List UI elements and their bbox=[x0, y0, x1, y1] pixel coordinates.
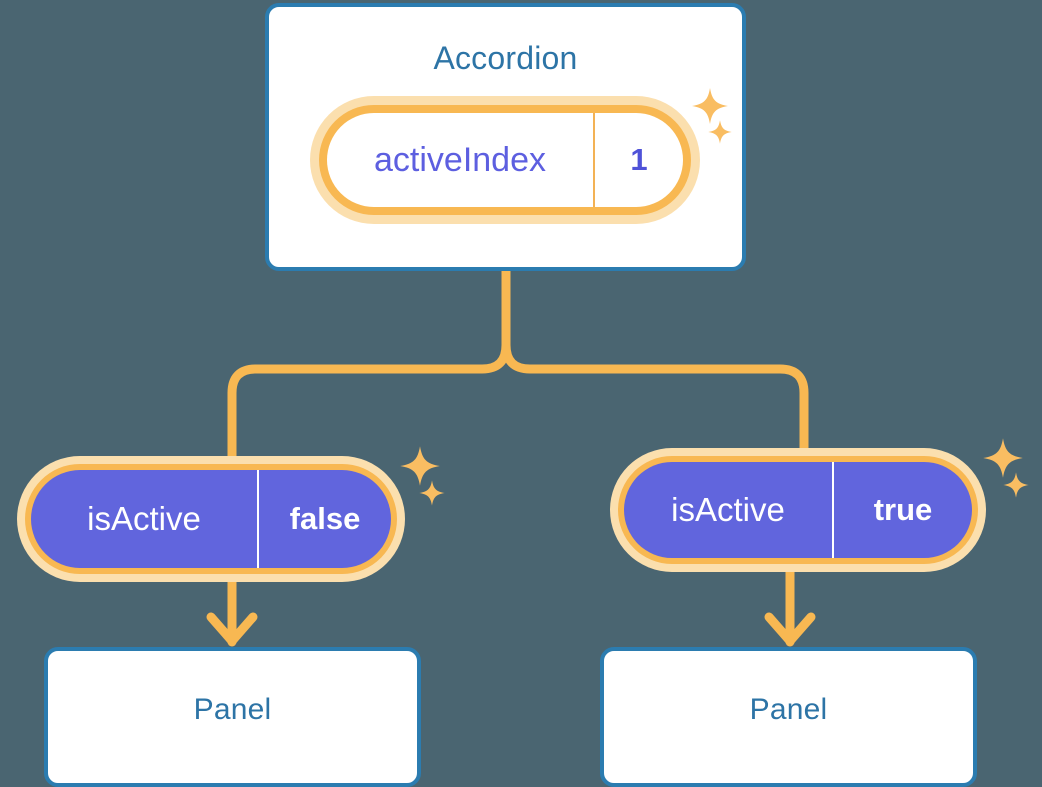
component-card-panel-left[interactable]: Panel bbox=[44, 647, 421, 787]
state-pill-isactive-right[interactable]: isActive true bbox=[610, 448, 986, 572]
sparkle-small-icon bbox=[419, 480, 445, 506]
state-value-label: 1 bbox=[630, 142, 648, 177]
arrow-down-head-right-icon bbox=[764, 612, 816, 646]
card-title-accordion: Accordion bbox=[433, 40, 578, 76]
sparkle-icon bbox=[983, 438, 1023, 478]
arrow-down-head-left-icon bbox=[206, 612, 258, 646]
state-pill-isactive-left[interactable]: isActive false bbox=[17, 456, 405, 582]
card-title-panel-right: Panel bbox=[749, 693, 828, 726]
pill-divider bbox=[257, 470, 259, 568]
pill-body: isActive false bbox=[31, 470, 391, 568]
sparkle-small-icon bbox=[1003, 472, 1029, 498]
branch-connector-icon bbox=[501, 266, 809, 457]
pill-body: activeIndex 1 bbox=[327, 113, 683, 207]
state-value-label: false bbox=[289, 501, 361, 536]
state-value-label: true bbox=[873, 492, 933, 527]
pill-divider bbox=[593, 113, 595, 207]
state-pill-activeindex[interactable]: activeIndex 1 bbox=[310, 96, 700, 224]
component-card-panel-right[interactable]: Panel bbox=[600, 647, 977, 787]
diagram-canvas: Accordion activeIndex 1 isActive false P… bbox=[17, 3, 1029, 787]
pill-divider bbox=[832, 462, 834, 558]
card-title-panel-left: Panel bbox=[193, 693, 272, 726]
state-key-label: isActive bbox=[671, 491, 785, 528]
state-key-label: isActive bbox=[87, 500, 201, 537]
pill-body: isActive true bbox=[624, 462, 972, 558]
sparkle-icon bbox=[400, 446, 440, 486]
state-key-label: activeIndex bbox=[374, 140, 546, 179]
branch-connector-left-icon bbox=[227, 266, 511, 465]
